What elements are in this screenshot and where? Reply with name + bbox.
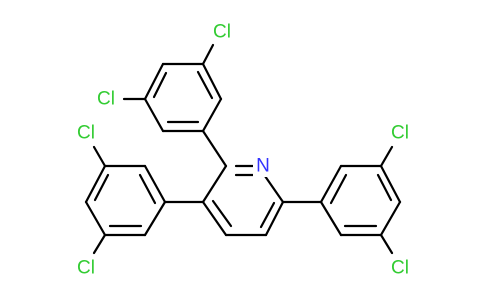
bond-right-cl-upper (379, 145, 394, 168)
bond-right-cl-lower (379, 233, 394, 255)
chlorine-label-left-upper: Cl (77, 123, 95, 144)
bond-c3-c2 (201, 164, 228, 204)
bond-top-a-inner (196, 70, 214, 100)
bond-left-d (84, 200, 107, 237)
bond-left-c (84, 164, 107, 204)
bond-left-cl-lower (92, 233, 107, 255)
bond-right-f (319, 200, 343, 237)
chlorine-label-top-left: Cl (97, 89, 115, 110)
bond-top-b (201, 62, 223, 101)
bond-c4-c3-inner (211, 199, 233, 228)
bond-right-a (319, 164, 343, 204)
left-dichlorophenyl-ring (84, 145, 205, 255)
bond-top-e (143, 97, 165, 133)
bond-c6-c5 (264, 200, 285, 237)
atom-labels: N Cl Cl Cl Cl Cl Cl (77, 22, 409, 279)
bond-right-c-inner (376, 173, 393, 202)
bond-right-a-inner (329, 173, 348, 205)
bond-right-c (379, 164, 402, 204)
bond-c2-top-ipso (201, 129, 228, 168)
bond-top-c-inner (152, 71, 168, 99)
bond-c6-c5-inner (259, 201, 276, 229)
bond-right-d (379, 200, 402, 237)
chlorine-label-right-upper: Cl (391, 123, 409, 144)
bond-left-f (143, 200, 167, 237)
bond-top-cl-upper (201, 43, 215, 66)
bond-left-a-inner (138, 173, 157, 205)
chlorine-label-left-lower: Cl (77, 258, 95, 279)
chlorine-label-right-lower: Cl (391, 258, 409, 279)
chlorine-label-top-upper: Cl (213, 22, 231, 43)
bond-left-cl-upper (92, 145, 107, 168)
bond-top-a (201, 97, 223, 133)
bond-left-c-inner (93, 173, 110, 202)
bond-left-a (143, 164, 167, 204)
right-dichlorophenyl-ring (281, 145, 402, 255)
bond-top-d (143, 62, 165, 101)
nitrogen-atom-label: N (256, 156, 270, 177)
bond-c4-c3 (201, 200, 228, 237)
top-dichlorophenyl-ring (122, 43, 228, 168)
